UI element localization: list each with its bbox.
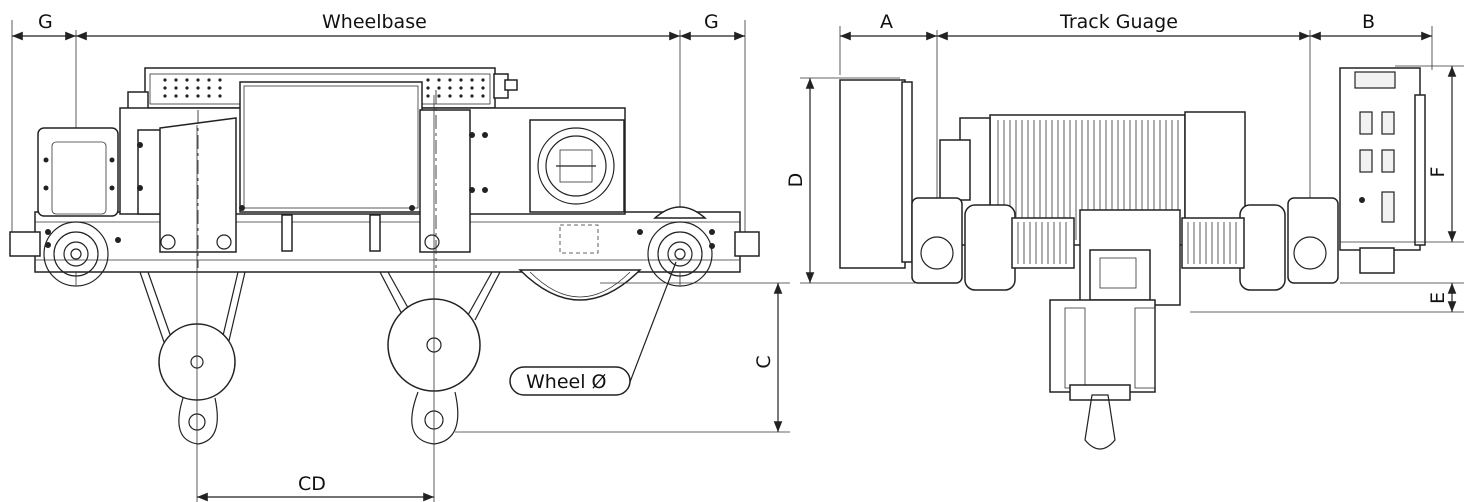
hoist-ropes: [139, 271, 501, 346]
end-wheel-left: [911, 197, 963, 284]
wheel-diameter-callout: Wheel Ø: [509, 261, 677, 396]
motor-mount-right: [419, 109, 471, 253]
dim-e-label: E: [1427, 292, 1449, 304]
dim-wheelbase-label: Wheelbase: [322, 11, 427, 33]
lower-drum: [518, 269, 642, 301]
dim-track-gauge-label: Track Guage: [1059, 11, 1178, 33]
dim-a-label: A: [880, 11, 893, 33]
top-dimension-chain: G Wheelbase G: [11, 11, 746, 240]
dim-g-left-label: G: [38, 11, 53, 33]
dim-cd-label: CD: [298, 473, 326, 495]
top-dimension-chain-end: A Track Guage B: [839, 11, 1433, 75]
dim-cd: CD: [197, 473, 434, 502]
dim-c: C: [455, 282, 790, 433]
dim-wheel-diameter-label: Wheel Ø: [526, 371, 606, 393]
cover-panel: [239, 81, 423, 213]
dim-b-label: B: [1362, 11, 1375, 33]
dim-d-label: D: [785, 173, 807, 188]
right-wheel: [647, 221, 713, 287]
end-wheel-right: [1287, 197, 1339, 284]
end-hook-block: [1049, 299, 1156, 393]
trolley-frame: [34, 211, 741, 273]
dim-e: E: [1190, 282, 1464, 313]
end-view: A Track Guage B: [785, 11, 1464, 450]
dim-g-right-label: G: [704, 11, 719, 33]
dim-f: F: [1340, 65, 1464, 243]
side-view: G Wheelbase G: [9, 11, 790, 502]
left-gearbox: [37, 127, 119, 217]
dim-d: D: [785, 77, 915, 284]
dim-f-label: F: [1427, 167, 1449, 178]
dim-c-label: C: [753, 355, 775, 368]
end-right-cabinet: [1339, 67, 1426, 274]
inspection-cover: [529, 119, 625, 213]
end-left-cabinet: [839, 79, 906, 269]
left-wheel: [43, 221, 109, 287]
